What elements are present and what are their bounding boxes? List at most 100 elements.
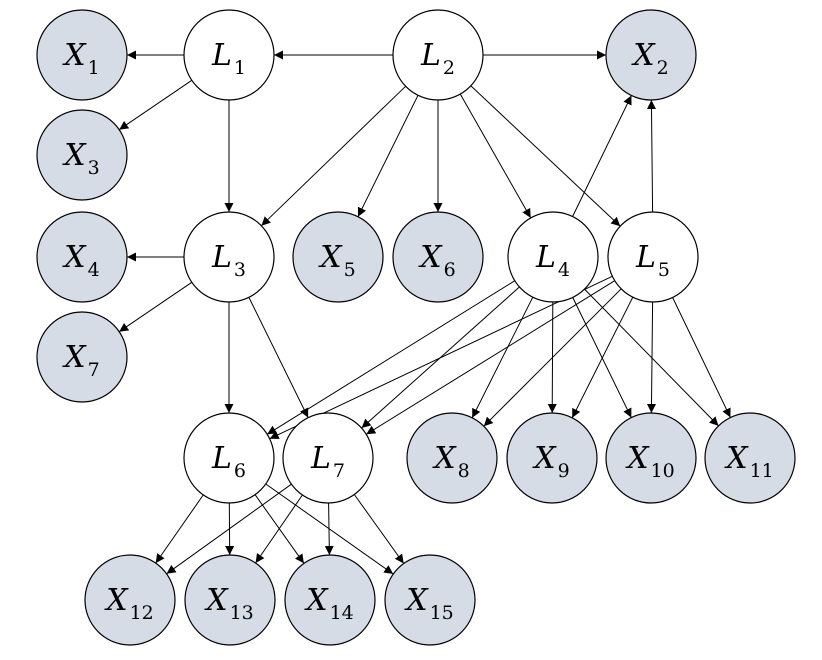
observed-variable-circle (36, 311, 128, 403)
observed-variable-circle (506, 412, 598, 504)
edge-l5-to-x8 (483, 288, 622, 427)
node-label-subscript: 1 (88, 57, 100, 79)
node-label-base: L (211, 240, 232, 275)
node-label-base: X (62, 38, 87, 73)
edge-l2-to-l4 (459, 93, 532, 219)
node-label-base: X (404, 583, 429, 618)
edge-l4-to-x8 (471, 296, 534, 419)
node-label-subscript: 7 (88, 359, 100, 381)
node-label-subscript: 6 (444, 259, 456, 281)
edge-l5-to-x9 (571, 296, 634, 419)
observed-variable-circle (384, 554, 476, 646)
node-label-base: L (211, 38, 232, 73)
node-label-base: X (625, 441, 650, 476)
node-label-subscript: 10 (651, 460, 675, 482)
node-label-base: X (104, 583, 129, 618)
observed-variable-circle (84, 554, 176, 646)
node-label-base: X (318, 240, 343, 275)
node-label-subscript: 8 (458, 460, 470, 482)
edge-l7-to-x14 (324, 502, 334, 556)
node-label-base: L (535, 240, 556, 275)
node-label-subscript: 4 (558, 259, 570, 281)
node-label-base: X (204, 583, 229, 618)
edge-l4-to-l6 (266, 280, 516, 435)
node-label-subscript: 13 (230, 602, 254, 624)
edge-l5-to-x10 (646, 301, 656, 414)
latent-variable-circle (183, 412, 275, 504)
observed-variable-circle (36, 109, 128, 201)
node-label-subscript: 3 (234, 259, 246, 281)
observed-variable-circle (36, 211, 128, 303)
edge-l5-to-x2 (646, 99, 656, 213)
node-label-base: L (635, 240, 656, 275)
node-label-base: X (724, 441, 749, 476)
edge-l4-to-x2 (572, 95, 632, 217)
node-label-subscript: 12 (130, 602, 154, 624)
edge-l1-to-x3 (118, 79, 193, 131)
node-label-subscript: 9 (558, 460, 570, 482)
observed-variable-circle (292, 211, 384, 303)
node-label-subscript: 6 (234, 460, 246, 482)
node-label-subscript: 4 (88, 259, 100, 281)
observed-variable-circle (184, 554, 276, 646)
node-label-subscript: 11 (750, 460, 774, 482)
node-label-base: L (420, 38, 441, 73)
latent-variable-circle (392, 9, 484, 101)
edge-l2-to-l5 (470, 85, 621, 227)
edge-l6-to-x12 (155, 494, 204, 564)
edge-l2-to-x5 (357, 95, 419, 217)
observed-variable-circle (406, 412, 498, 504)
node-label-subscript: 5 (344, 259, 356, 281)
node-label-base: L (211, 441, 232, 476)
observed-variable-circle (605, 9, 697, 101)
node-label-base: X (418, 240, 443, 275)
edges-layer (118, 50, 731, 575)
node-label-base: X (304, 583, 329, 618)
observed-variable-circle (36, 9, 128, 101)
edge-l7-to-x12 (166, 483, 292, 575)
node-label-base: X (62, 138, 87, 173)
edge-l3-to-x7 (118, 281, 193, 333)
edge-l5-to-l7 (366, 280, 615, 435)
latent-variable-circle (282, 412, 374, 504)
latent-variable-circle (183, 211, 275, 303)
edge-l5-to-x11 (672, 297, 731, 418)
node-label-subscript: 7 (333, 460, 345, 482)
node-label-subscript: 15 (430, 602, 454, 624)
edge-l3-to-l7 (248, 297, 309, 418)
edge-l5-to-l6 (269, 275, 613, 440)
observed-variable-circle (284, 554, 376, 646)
